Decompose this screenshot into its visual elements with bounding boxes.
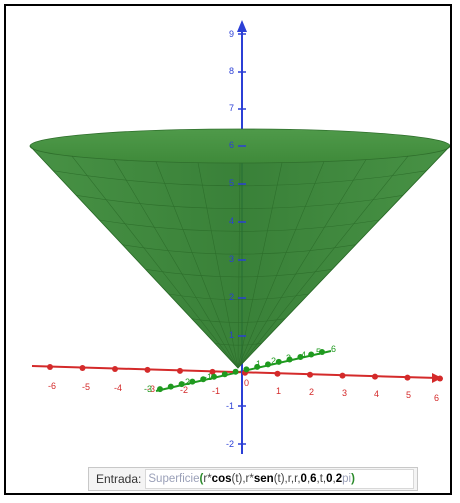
input-bar: Entrada: Superficie(r*cos(t),r*sen(t),r,… <box>88 467 418 491</box>
y-tick-dot <box>189 378 196 385</box>
cone-mesh-line <box>237 162 241 369</box>
y-tick-dot <box>243 366 250 373</box>
x-tick-dot <box>112 365 118 372</box>
y-tick-label: 5 <box>316 347 321 357</box>
cone-mesh-line <box>237 156 409 369</box>
y-tick-label: 4 <box>301 350 306 360</box>
x-tick-label: 6 <box>434 393 439 403</box>
x-tick-label: -3 <box>147 384 155 394</box>
x-tick-dot <box>372 373 378 380</box>
cone-mesh-line <box>113 159 239 369</box>
x-tick-dot <box>339 372 346 379</box>
y-tick-label: -2 <box>182 377 190 387</box>
x-tick-dot <box>437 375 443 382</box>
cone-surface[interactable] <box>29 128 450 369</box>
cone-mesh-line <box>237 145 450 369</box>
cone-mesh-line <box>237 162 283 369</box>
command-input[interactable]: Superficie(r*cos(t),r*sen(t),r,r,0,6,t,0… <box>145 469 414 489</box>
x-tick-dot <box>177 367 183 374</box>
x-tick-dot <box>79 364 86 371</box>
y-tick-dot <box>221 371 228 378</box>
y-tick-dot <box>265 361 271 368</box>
y-tick-dot <box>275 358 282 365</box>
x-tick-dot <box>144 366 151 373</box>
x-tick-label: 4 <box>374 389 379 399</box>
x-tick-dot <box>209 368 216 375</box>
z-tick-label: 4 <box>229 216 234 226</box>
y-tick-label: 1 <box>256 359 261 369</box>
y-tick-dot <box>319 349 325 356</box>
x-tick-label: -6 <box>48 381 56 391</box>
cone-mesh-line <box>155 161 239 369</box>
cos-function: cos <box>211 473 232 485</box>
x-tick-label: 3 <box>342 388 347 398</box>
z-tick-label: 7 <box>229 103 234 113</box>
sen-function: sen <box>253 473 274 485</box>
x-tick-label: 0 <box>244 378 249 388</box>
cone-mesh-line <box>197 162 239 369</box>
x-tick-dot <box>307 371 313 378</box>
x-tick-label: 5 <box>406 390 411 400</box>
x-tick-dot <box>274 370 281 377</box>
y-tick-dot <box>157 386 163 393</box>
y-tick-dot <box>308 351 315 358</box>
z-tick-label: 6 <box>229 140 234 150</box>
z-tick-label: 1 <box>229 330 234 340</box>
x-tick-label: -2 <box>180 385 188 395</box>
x-axis-ticks: -6 -5 -4 -3 -2 -1 0 1 2 3 4 5 6 <box>47 364 443 403</box>
y-tick-label: 2 <box>271 356 276 366</box>
y-axis-ticks: -3 -2 -1 1 2 3 4 5 6 <box>144 344 336 394</box>
x-axis <box>31 365 442 383</box>
z-tick-label: 9 <box>229 29 234 39</box>
y-tick-label: -3 <box>144 384 152 394</box>
input-label: Entrada: <box>96 472 142 486</box>
y-tick-dot <box>211 373 217 380</box>
cone-mesh-line <box>71 156 239 369</box>
x-tick-label: 2 <box>309 387 314 397</box>
x-tick-label: 1 <box>276 386 281 396</box>
z-tick-label: -2 <box>226 439 234 449</box>
z-tick-label: -1 <box>226 401 234 411</box>
y-tick-dot <box>286 356 293 363</box>
y-tick-label: 6 <box>331 344 336 354</box>
z-axis-arrow-icon <box>237 20 247 32</box>
z-tick-label: 3 <box>229 254 234 264</box>
y-tick-dot <box>254 363 261 370</box>
y-tick-label: -1 <box>204 372 212 382</box>
x-tick-label: -4 <box>114 383 122 393</box>
z-tick-label: 5 <box>229 178 234 188</box>
x-tick-label: -5 <box>82 382 90 392</box>
y-tick-dot <box>200 376 207 383</box>
y-tick-dot <box>167 383 174 390</box>
cone-mesh-line <box>237 161 325 369</box>
x-axis-arrow-icon <box>432 373 442 383</box>
y-tick-dot <box>297 353 304 360</box>
x-tick-label: -1 <box>212 386 220 396</box>
x-tick-dot <box>47 364 53 371</box>
y-tick-dot <box>232 368 239 375</box>
y-tick-dot <box>178 381 185 388</box>
x-tick-dot <box>404 374 411 381</box>
cone-mesh-line <box>29 145 239 369</box>
z-tick-label: 8 <box>229 66 234 76</box>
z-axis-ticks: 9 8 7 6 5 4 3 2 1 -1 -2 <box>226 29 246 449</box>
graphics-3d-view[interactable]: 9 8 7 6 5 4 3 2 1 -1 -2 -6 -5 -4 -3 -2 -… <box>6 6 450 493</box>
z-tick-label: 2 <box>229 292 234 302</box>
command-name: Superficie <box>148 473 200 485</box>
cone-mesh-line <box>237 159 367 369</box>
window-frame: 9 8 7 6 5 4 3 2 1 -1 -2 -6 -5 -4 -3 -2 -… <box>4 4 452 495</box>
